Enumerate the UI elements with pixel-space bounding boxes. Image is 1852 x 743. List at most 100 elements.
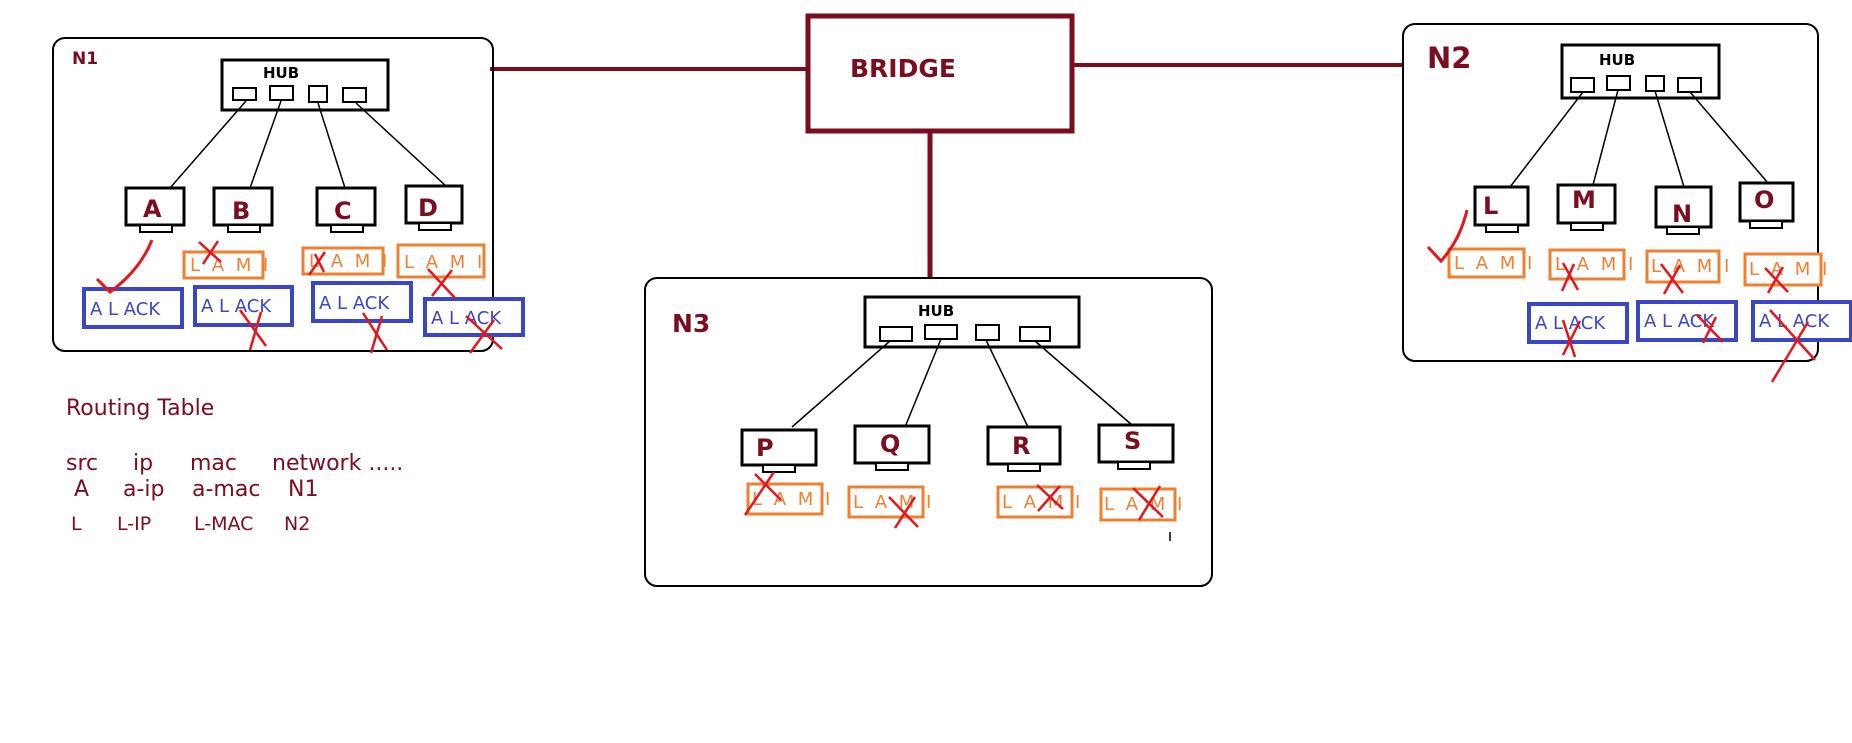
svg-text:L A M I: L A M I (1749, 259, 1830, 280)
n3-host-s: S (1097, 423, 1175, 470)
n1-ack-d: A L ACK (423, 297, 525, 337)
n2-hub-label: HUB (1599, 51, 1635, 69)
n3-host-label: P (756, 434, 774, 462)
n2-lami-m: L A M I (1548, 248, 1633, 281)
n3-cable (1034, 340, 1133, 426)
n1-host-label: C (334, 197, 352, 225)
svg-text:L A M I: L A M I (752, 489, 833, 510)
svg-text:L A M I: L A M I (1104, 494, 1185, 515)
routing-table-cell: L-MAC (194, 513, 253, 535)
n3-hub-port (879, 326, 913, 342)
routing-table-cell: a-ip (123, 477, 165, 502)
n2-boundary (1402, 23, 1819, 362)
svg-text:L A M I: L A M I (1454, 253, 1535, 274)
n1-ack-a: A L ACK (82, 287, 184, 329)
n1-host-label: B (232, 197, 250, 225)
n3-lami-r: L A M I (996, 485, 1083, 519)
n1-lami-b: L A M I (182, 250, 268, 280)
network-n3: N3 HUB P Q R S (644, 277, 1213, 587)
n1-hub-port (269, 85, 294, 101)
n3-boundary (644, 277, 1213, 587)
n1-lami-c: L A M I (301, 246, 390, 276)
cross-icon (465, 315, 503, 354)
checkmark-icon (95, 239, 154, 294)
n2-host-l: L (1473, 185, 1530, 233)
n1-hub-port (342, 87, 367, 103)
cross-icon (1660, 263, 1684, 295)
n1-cable (355, 102, 447, 187)
cross-icon (361, 312, 389, 354)
cross-icon (1560, 262, 1580, 292)
n1-lami-d: L A M I (396, 243, 486, 279)
svg-text:A L ACK: A L ACK (201, 296, 272, 317)
n3-cable (985, 339, 1029, 428)
n2-hub (1560, 43, 1721, 100)
n2-host-o: O (1738, 181, 1795, 229)
n2-host-label: N (1672, 200, 1692, 228)
n2-host-label: O (1754, 186, 1774, 214)
n1-cable (169, 100, 247, 189)
routing-table-header: src (66, 451, 98, 476)
svg-text:L A M I: L A M I (404, 252, 485, 273)
n2-lami-l: L A M I (1447, 247, 1535, 279)
routing-table-header: mac (190, 451, 237, 476)
n3-hub-port (975, 324, 1000, 341)
n1-label: N1 (72, 49, 98, 69)
n2-lami-n: L A M I (1645, 249, 1732, 284)
routing-table-cell: N2 (284, 513, 310, 535)
n1-host-c: C (315, 186, 377, 233)
cross-icon (1036, 484, 1064, 512)
n2-hub-port (1606, 75, 1631, 91)
n1-host-b: B (212, 186, 274, 233)
n1-host-a: A (124, 186, 186, 233)
svg-text:A L ACK: A L ACK (431, 308, 502, 329)
n1-boundary (52, 37, 494, 352)
cross-icon (888, 496, 919, 529)
n3-host-p: P (740, 428, 818, 473)
n3-hub-label: HUB (918, 302, 954, 320)
routing-table-cell: N1 (288, 477, 318, 502)
n2-lami-o: L A M I (1743, 252, 1830, 287)
n2-cable (1654, 90, 1685, 188)
cross-icon (238, 309, 268, 351)
n2-cable (1592, 89, 1619, 186)
n1-host-d: D (404, 184, 464, 231)
routing-table-header: network ..... (272, 451, 403, 476)
n3-cable (791, 340, 891, 428)
n1-host-label: D (418, 194, 438, 222)
cross-icon (307, 251, 327, 276)
cross-icon (427, 268, 456, 299)
routing-table-cell: L (71, 513, 82, 535)
svg-text:L A M I: L A M I (1002, 492, 1083, 513)
n2-cable (1509, 91, 1584, 188)
n3-hub (863, 295, 1081, 349)
n2-host-m: M (1556, 183, 1617, 231)
n3-host-q: Q (853, 424, 931, 471)
n1-cable (317, 102, 346, 189)
n2-hub-port (1677, 77, 1702, 93)
n1-ack-c: A L ACK (311, 281, 413, 323)
network-n2: N2 HUB L M N O (1402, 23, 1852, 383)
checkmark-icon (1426, 209, 1469, 264)
n2-ack-o: A L ACK (1751, 300, 1852, 342)
n3-host-label: S (1124, 427, 1141, 455)
network-n1: N1 HUB A B C D (52, 37, 525, 354)
svg-text:A L ACK: A L ACK (319, 293, 390, 314)
cross-icon (1561, 319, 1582, 358)
n3-host-r: R (986, 425, 1062, 472)
cross-icon (1132, 485, 1164, 521)
n2-host-n: N (1654, 185, 1713, 235)
routing-table-cell: a-mac (192, 477, 260, 502)
n3-cable (904, 338, 942, 428)
cross-icon (1696, 314, 1724, 344)
cross-icon (1769, 309, 1816, 383)
n3-lami-q: L A M I (847, 485, 931, 519)
svg-text:L A M I: L A M I (309, 251, 390, 272)
n1-ack-b: A L ACK (193, 285, 294, 327)
svg-text:L A M I: L A M I (1651, 256, 1732, 277)
n1-cable (249, 100, 282, 189)
n3-lami-p: L A M I (746, 482, 833, 516)
n1-hub-port (232, 87, 257, 101)
svg-text:A L ACK: A L ACK (90, 299, 161, 320)
n2-host-label: L (1483, 192, 1498, 220)
